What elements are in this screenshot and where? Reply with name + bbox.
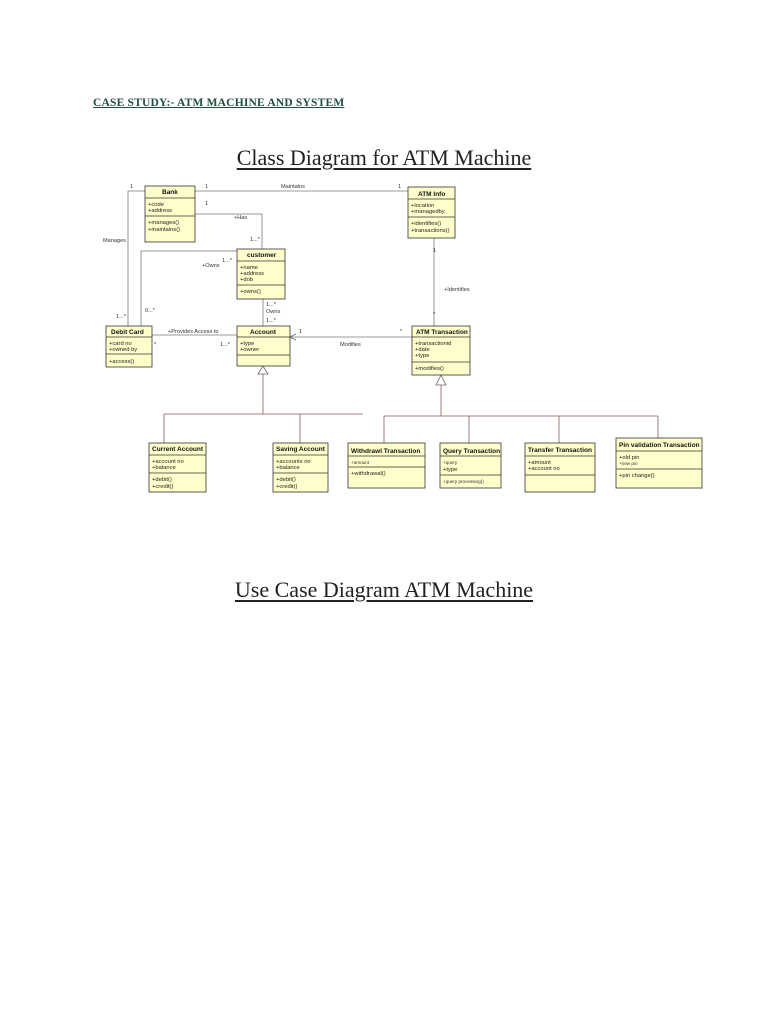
label-provides-access: +Provides Access to (168, 329, 219, 335)
class-saving-account-op: +credit() (276, 484, 297, 490)
class-pin-validation-transaction-op: +pin change() (619, 473, 655, 479)
class-current-account: Current Account +account no +balance +de… (148, 442, 207, 493)
mult-customer-has: 1...* (250, 237, 261, 243)
label-manages: Manages (103, 238, 126, 244)
mult-debit-owns: 0...* (145, 308, 156, 314)
assoc-manages-line (127, 190, 145, 326)
mult-account-provides: 1...* (220, 342, 231, 348)
class-customer: customer +name +address +dob +owns() (236, 248, 286, 300)
mult-bank-manages: 1 (130, 184, 133, 190)
class-bank-op: +maintains() (148, 227, 180, 233)
class-current-account-op: +credit() (152, 484, 173, 490)
class-query-transaction-attr: +type (443, 467, 457, 473)
mult-debit-manages: 1...* (116, 314, 127, 320)
label-identifies: +Identifies (444, 287, 470, 293)
class-diagram-title: Class Diagram for ATM Machine (236, 145, 532, 170)
class-current-account-attr: +account no (152, 459, 184, 465)
class-query-transaction-name: Query Transaction (443, 448, 500, 455)
class-bank: Bank +code +address +manages() +maintain… (144, 185, 196, 243)
class-debit-card: Debit Card +card no +owned by +access() (105, 325, 153, 368)
label-maintains: Maintains (281, 184, 305, 190)
class-atm-transaction-attr: +date (415, 347, 430, 353)
class-withdrawl-transaction-op: +withdrawal() (351, 471, 386, 477)
class-bank-op: +manages() (148, 220, 179, 226)
class-atm-info-attr: +managedby (411, 209, 445, 215)
class-customer-name: customer (247, 252, 277, 259)
mult-atm-info-identifies: 1 (433, 248, 436, 254)
class-debit-card-op: +access() (109, 359, 134, 365)
class-account-attr: +owner (240, 347, 259, 353)
class-bank-attr: +address (148, 208, 172, 214)
mult-atm-trans-modifies: * (400, 329, 403, 335)
mult-bank-maintains: 1 (205, 184, 208, 190)
label-owns-account: Owns (266, 309, 281, 315)
class-withdrawl-transaction-attr: +amount (351, 460, 370, 465)
mult-account-modifies: 1 (299, 329, 302, 335)
class-withdrawl-transaction: Withdrawl Transaction +amount +withdrawa… (347, 442, 426, 489)
class-customer-op: +owns() (240, 289, 261, 295)
use-case-diagram-title: Use Case Diagram ATM Machine (234, 577, 534, 602)
mult-atm-trans-identifies: * (433, 312, 436, 318)
class-account: Account +type +owner (236, 325, 291, 367)
class-atm-info-op: +transactions() (411, 228, 450, 234)
class-atm-info-attr: +location (411, 203, 434, 209)
class-atm-transaction-op: +modifies() (415, 366, 444, 372)
class-atm-transaction: ATM Transaction +transactionid +date +ty… (411, 325, 471, 376)
label-modifies: Modifies (340, 342, 361, 348)
class-transfer-transaction-name: Transfer Transaction (528, 447, 592, 454)
class-atm-transaction-attr: +transactionid (415, 341, 451, 347)
assoc-has-line (195, 213, 263, 249)
class-bank-attr: +code (148, 202, 164, 208)
mult-customer-owns-account: 1...* (266, 302, 277, 308)
mult-atm-maintains: 1 (398, 184, 401, 190)
class-atm-info-op: +identifies() (411, 221, 441, 227)
class-saving-account-attr: +accounts no (276, 459, 311, 465)
generalization-account-arrow-icon (257, 365, 269, 375)
class-customer-attr: +address (240, 271, 264, 277)
class-transfer-transaction: Transfer Transaction +amount +account no (524, 442, 596, 493)
class-bank-name: Bank (162, 189, 178, 196)
class-account-attr: +type (240, 341, 254, 347)
class-pin-validation-transaction-name: Pin validation Transaction (619, 442, 700, 449)
class-debit-card-attr: +owned by (109, 347, 137, 353)
label-has: +Has (234, 215, 247, 221)
class-pin-validation-transaction-attr: +old pin (619, 455, 639, 461)
class-current-account-op: +debit() (152, 477, 172, 483)
case-study-heading: CASE STUDY:- ATM MACHINE AND SYSTEM (93, 97, 345, 109)
class-saving-account: Saving Account +accounts no +balance +de… (272, 442, 329, 493)
mult-bank-has: 1 (205, 201, 208, 207)
mult-account-owned: 1...* (266, 318, 277, 324)
class-transfer-transaction-attr: +account no (528, 466, 560, 472)
label-owns-customer: +Owns (202, 263, 220, 269)
assoc-owns-card-line (140, 250, 237, 326)
mult-customer-owns-card: 1...* (222, 258, 233, 264)
modifies-arrow-icon (289, 333, 297, 341)
class-saving-account-attr: +balance (276, 465, 300, 471)
class-saving-account-name: Saving Account (276, 446, 326, 453)
class-current-account-attr: +balance (152, 465, 176, 471)
class-saving-account-op: +debit() (276, 477, 296, 483)
class-customer-attr: +name (240, 265, 258, 271)
class-atm-transaction-name: ATM Transaction (416, 329, 468, 336)
class-query-transaction-op: +query processing() (443, 479, 484, 484)
class-debit-card-attr: +card no (109, 341, 132, 347)
class-atm-info: ATM Info +location +managedby +identifie… (407, 186, 456, 239)
class-atm-transaction-attr: +type (415, 353, 429, 359)
class-current-account-name: Current Account (152, 446, 204, 453)
class-withdrawl-transaction-name: Withdrawl Transaction (351, 448, 420, 455)
class-pin-validation-transaction-attr: +new pin (619, 461, 638, 466)
class-transfer-transaction-attr: +amount (528, 460, 551, 466)
class-pin-validation-transaction: Pin validation Transaction +old pin +new… (615, 437, 703, 489)
class-query-transaction: Query Transaction +query +type +query pr… (439, 442, 502, 489)
mult-debit-provides: * (154, 342, 157, 348)
generalization-transaction-arrow-icon (435, 374, 447, 386)
class-customer-attr: +dob (240, 277, 253, 283)
class-query-transaction-attr: +query (443, 460, 458, 465)
class-atm-info-name: ATM Info (418, 191, 445, 198)
class-account-name: Account (250, 329, 277, 336)
class-debit-card-name: Debit Card (111, 329, 144, 336)
